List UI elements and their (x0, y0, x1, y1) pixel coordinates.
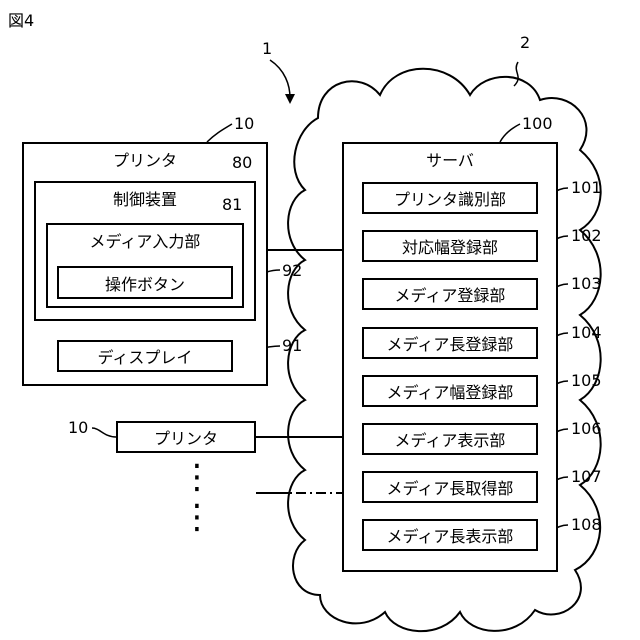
printer-title: プリンタ (24, 152, 266, 170)
server-unit: プリンタ識別部 (362, 182, 538, 214)
server-unit-ref: 101 (571, 179, 602, 197)
printer2-box: プリンタ (116, 421, 256, 453)
cloud-ref: 2 (520, 34, 530, 52)
media-input-ref: 81 (222, 196, 242, 214)
ellipsis-bottom: ⋮ (180, 502, 214, 532)
server-unit: メディア登録部 (362, 278, 538, 310)
printer-ref-leader (207, 124, 232, 142)
printer2-ref: 10 (68, 419, 88, 437)
control-device-ref: 80 (232, 154, 252, 172)
system-ref: 1 (262, 40, 272, 58)
server-unit-ref: 105 (571, 372, 602, 390)
operation-button-ref: 92 (282, 262, 302, 280)
ellipsis-top: ⋮ (180, 462, 214, 492)
figure-label: 図4 (8, 12, 34, 30)
server-unit: メディア幅登録部 (362, 375, 538, 407)
server-unit-ref: 107 (571, 468, 602, 486)
display-ref: 91 (282, 337, 302, 355)
server-unit: 対応幅登録部 (362, 230, 538, 262)
display-box: ディスプレイ (57, 340, 233, 372)
server-unit: メディア長登録部 (362, 327, 538, 359)
server-unit: メディア長表示部 (362, 519, 538, 551)
printer-ref: 10 (234, 115, 254, 133)
server-ref-leader (500, 124, 520, 142)
server-unit-ref: 104 (571, 324, 602, 342)
server-unit-ref: 106 (571, 420, 602, 438)
server-unit-ref: 102 (571, 227, 602, 245)
system-ref-arrow (270, 60, 290, 98)
server-unit: メディア表示部 (362, 423, 538, 455)
cloud-ref-leader (514, 62, 518, 86)
server-unit-ref: 103 (571, 275, 602, 293)
printer2-ref-leader (92, 428, 116, 437)
operation-button[interactable]: 操作ボタン (57, 266, 233, 299)
server-unit-ref: 108 (571, 516, 602, 534)
server-unit: メディア長取得部 (362, 471, 538, 503)
server-ref: 100 (522, 115, 553, 133)
media-input-title: メディア入力部 (48, 233, 242, 251)
server-title: サーバ (344, 152, 556, 170)
